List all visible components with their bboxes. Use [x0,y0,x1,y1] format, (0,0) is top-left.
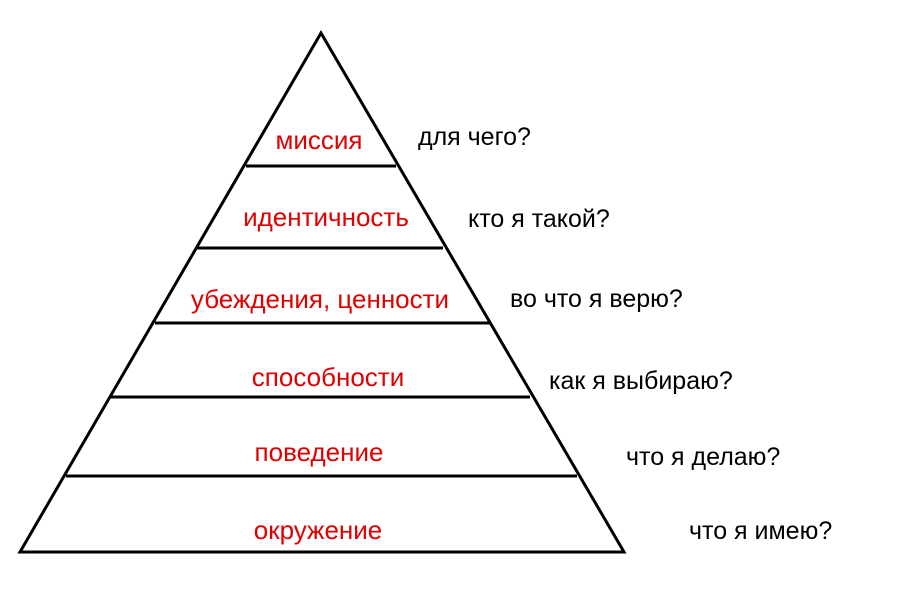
level-label-environment: окружение [254,515,383,545]
question-labels: для чего? кто я такой? во что я верю? ка… [418,123,832,545]
level-label-mission: миссия [275,125,362,155]
question-environment: что я имею? [689,517,832,545]
question-mission: для чего? [418,123,531,151]
level-label-capabilities: способности [252,362,404,392]
question-identity: кто я такой? [468,205,610,233]
level-label-identity: идентичность [243,202,409,232]
level-label-beliefs-values: убеждения, ценности [191,284,449,314]
question-behavior: что я делаю? [626,443,780,471]
question-beliefs-values: во что я верю? [510,285,683,313]
pyramid [17,30,627,554]
level-label-behavior: поведение [255,437,384,467]
pyramid-outline [17,30,627,554]
question-capabilities: как я выбираю? [549,367,733,395]
level-labels: миссия идентичность убеждения, ценности … [191,125,449,545]
